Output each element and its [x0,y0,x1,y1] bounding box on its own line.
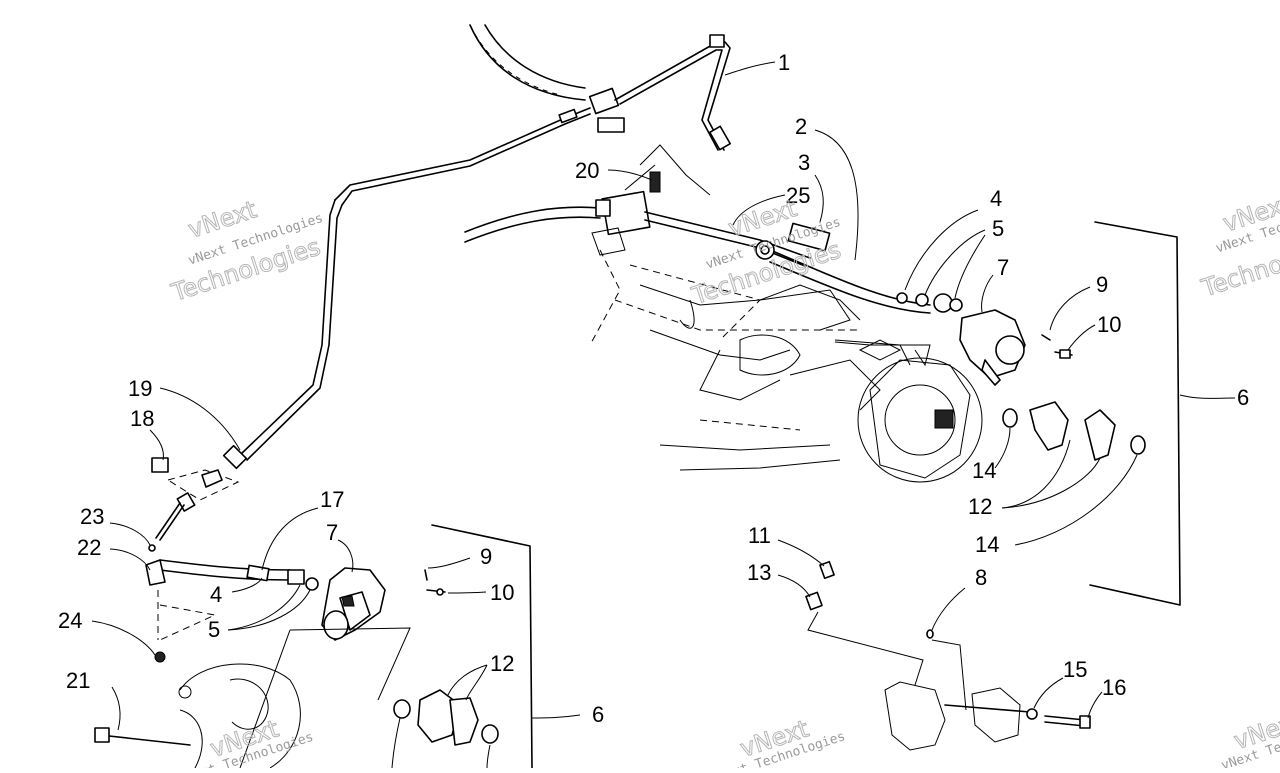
watermark-5: vNext vNext Technologies [709,714,848,773]
callout-6-upper: 6 [1237,385,1249,410]
callout-3: 3 [798,150,810,175]
callout-15: 15 [1063,657,1087,682]
watermark-6: vNext vNext Technologies [1219,706,1280,773]
callout-14-upper-b: 14 [975,532,999,557]
brake-line-19 [222,199,343,470]
group-bracket-6-lower [431,524,533,769]
watermark-3: vNext vNext Technologies Technologies [1197,189,1280,303]
callout-9-lower: 9 [480,544,492,569]
callout-12-lower: 12 [490,651,514,676]
callout-14-upper-a: 14 [972,458,996,483]
callout-2: 2 [795,114,807,139]
callout-24: 24 [58,608,82,633]
callout-25: 25 [786,183,810,208]
upper-caliper-assembly [834,292,1146,483]
brake-line-1 [334,34,731,206]
callout-11: 11 [748,523,771,548]
callout-labels: 1 2 3 20 25 4 5 7 9 10 6 14 12 14 19 18 … [58,50,1249,727]
callout-4-upper: 4 [990,186,1002,211]
callout-4-lower: 4 [210,582,222,607]
callout-18: 18 [130,406,154,431]
callout-5-upper: 5 [992,216,1004,241]
callout-5-lower: 5 [208,617,220,642]
suspension-frame [589,249,881,471]
callout-12-upper: 12 [968,494,992,519]
group-bracket-6-upper [1089,221,1181,606]
callout-7-upper: 7 [997,255,1009,280]
callout-8: 8 [975,565,987,590]
lower-left-caliper [94,567,499,769]
callout-1: 1 [778,50,790,75]
callout-10-upper: 10 [1097,312,1121,337]
callout-10-lower: 10 [490,580,514,605]
lower-right-assembly [805,560,1091,751]
upper-hose-lines [469,24,586,101]
callout-16: 16 [1102,675,1126,700]
callout-20: 20 [575,158,599,183]
callout-17: 17 [320,487,344,512]
callout-19: 19 [128,376,152,401]
callout-23: 23 [80,504,104,529]
callout-13: 13 [747,560,771,585]
callout-9-upper: 9 [1096,272,1108,297]
watermark-1: vNext vNext Technologies Technologies [167,195,325,308]
callout-22: 22 [77,535,101,560]
callout-7-lower: 7 [326,520,338,545]
callout-21: 21 [66,668,90,693]
lower-left-fittings [145,457,319,663]
center-hose-block [464,144,931,314]
callout-6-lower: 6 [592,702,604,727]
leader-lines [91,61,1236,769]
